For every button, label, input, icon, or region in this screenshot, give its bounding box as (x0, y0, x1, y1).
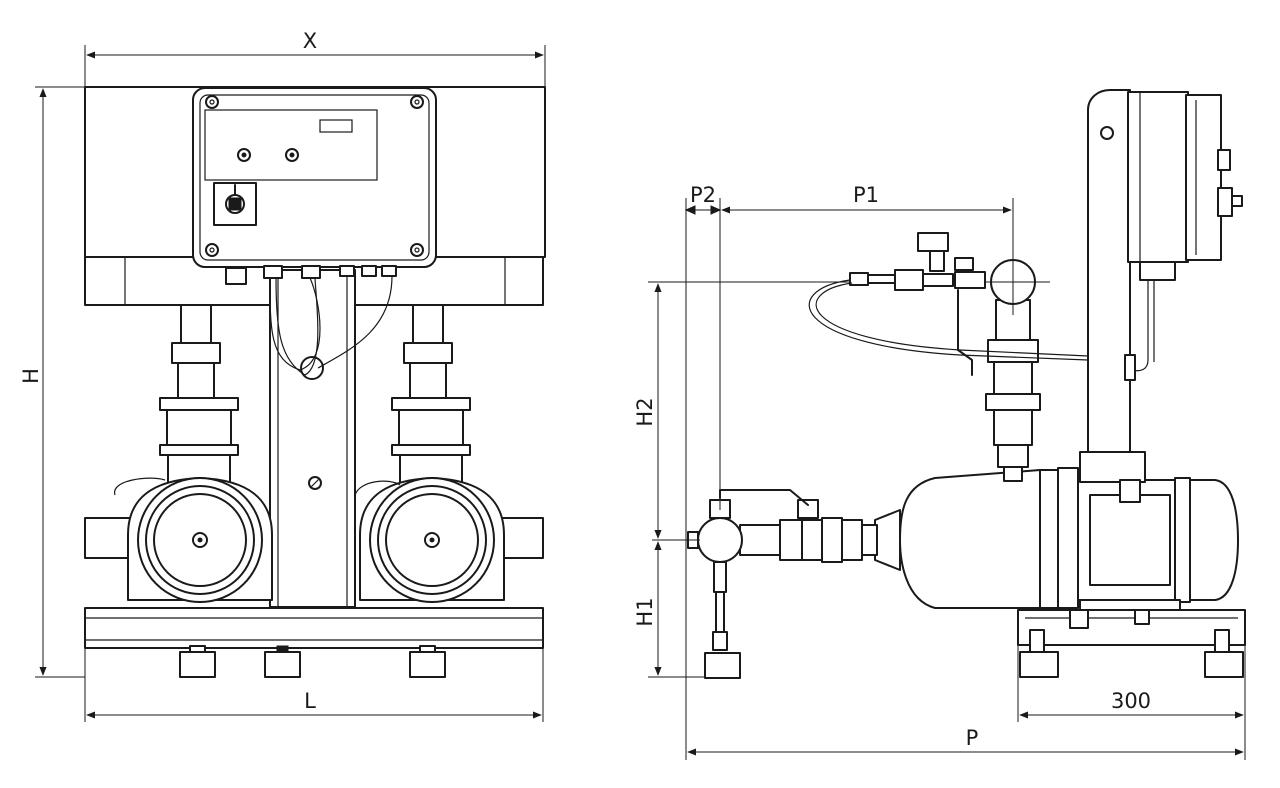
dimension-h: H (19, 86, 193, 678)
dimension-h2: H2 (633, 281, 850, 539)
dimension-300: 300 (1017, 645, 1246, 760)
main-switch (213, 182, 257, 226)
control-box (192, 87, 437, 380)
front-view: X H L (19, 29, 546, 722)
dimension-p1: P1 (721, 183, 1014, 250)
dimension-h1: H1 (633, 541, 705, 678)
side-base (1017, 609, 1246, 678)
suction-line (652, 489, 878, 679)
dimension-p2-label: P2 (690, 183, 716, 207)
dimension-300-label: 300 (1111, 689, 1151, 713)
dimension-h-label: H (19, 368, 43, 384)
side-view: P2 P1 H2 H1 300 P (633, 89, 1246, 760)
support-column (269, 269, 356, 608)
vertical-post (1087, 89, 1131, 456)
dimension-p2: P2 (684, 183, 722, 760)
dimension-x: X (84, 29, 546, 87)
discharge-riser (808, 232, 1089, 482)
side-pump (874, 451, 1239, 611)
dimension-p: P (687, 726, 1244, 756)
dimension-l-label: L (304, 689, 316, 713)
dimension-h1-label: H1 (633, 597, 657, 626)
dimension-x-label: X (303, 29, 317, 53)
dimension-p-label: P (966, 726, 979, 750)
cable-glands (225, 265, 397, 285)
dimension-l: L (84, 648, 544, 722)
dimension-p1-label: P1 (853, 183, 879, 207)
dimension-h2-label: H2 (633, 397, 657, 426)
pump-right (354, 304, 544, 603)
pump-left (84, 304, 273, 603)
base-frame (84, 607, 544, 678)
side-control-box (1124, 91, 1243, 381)
